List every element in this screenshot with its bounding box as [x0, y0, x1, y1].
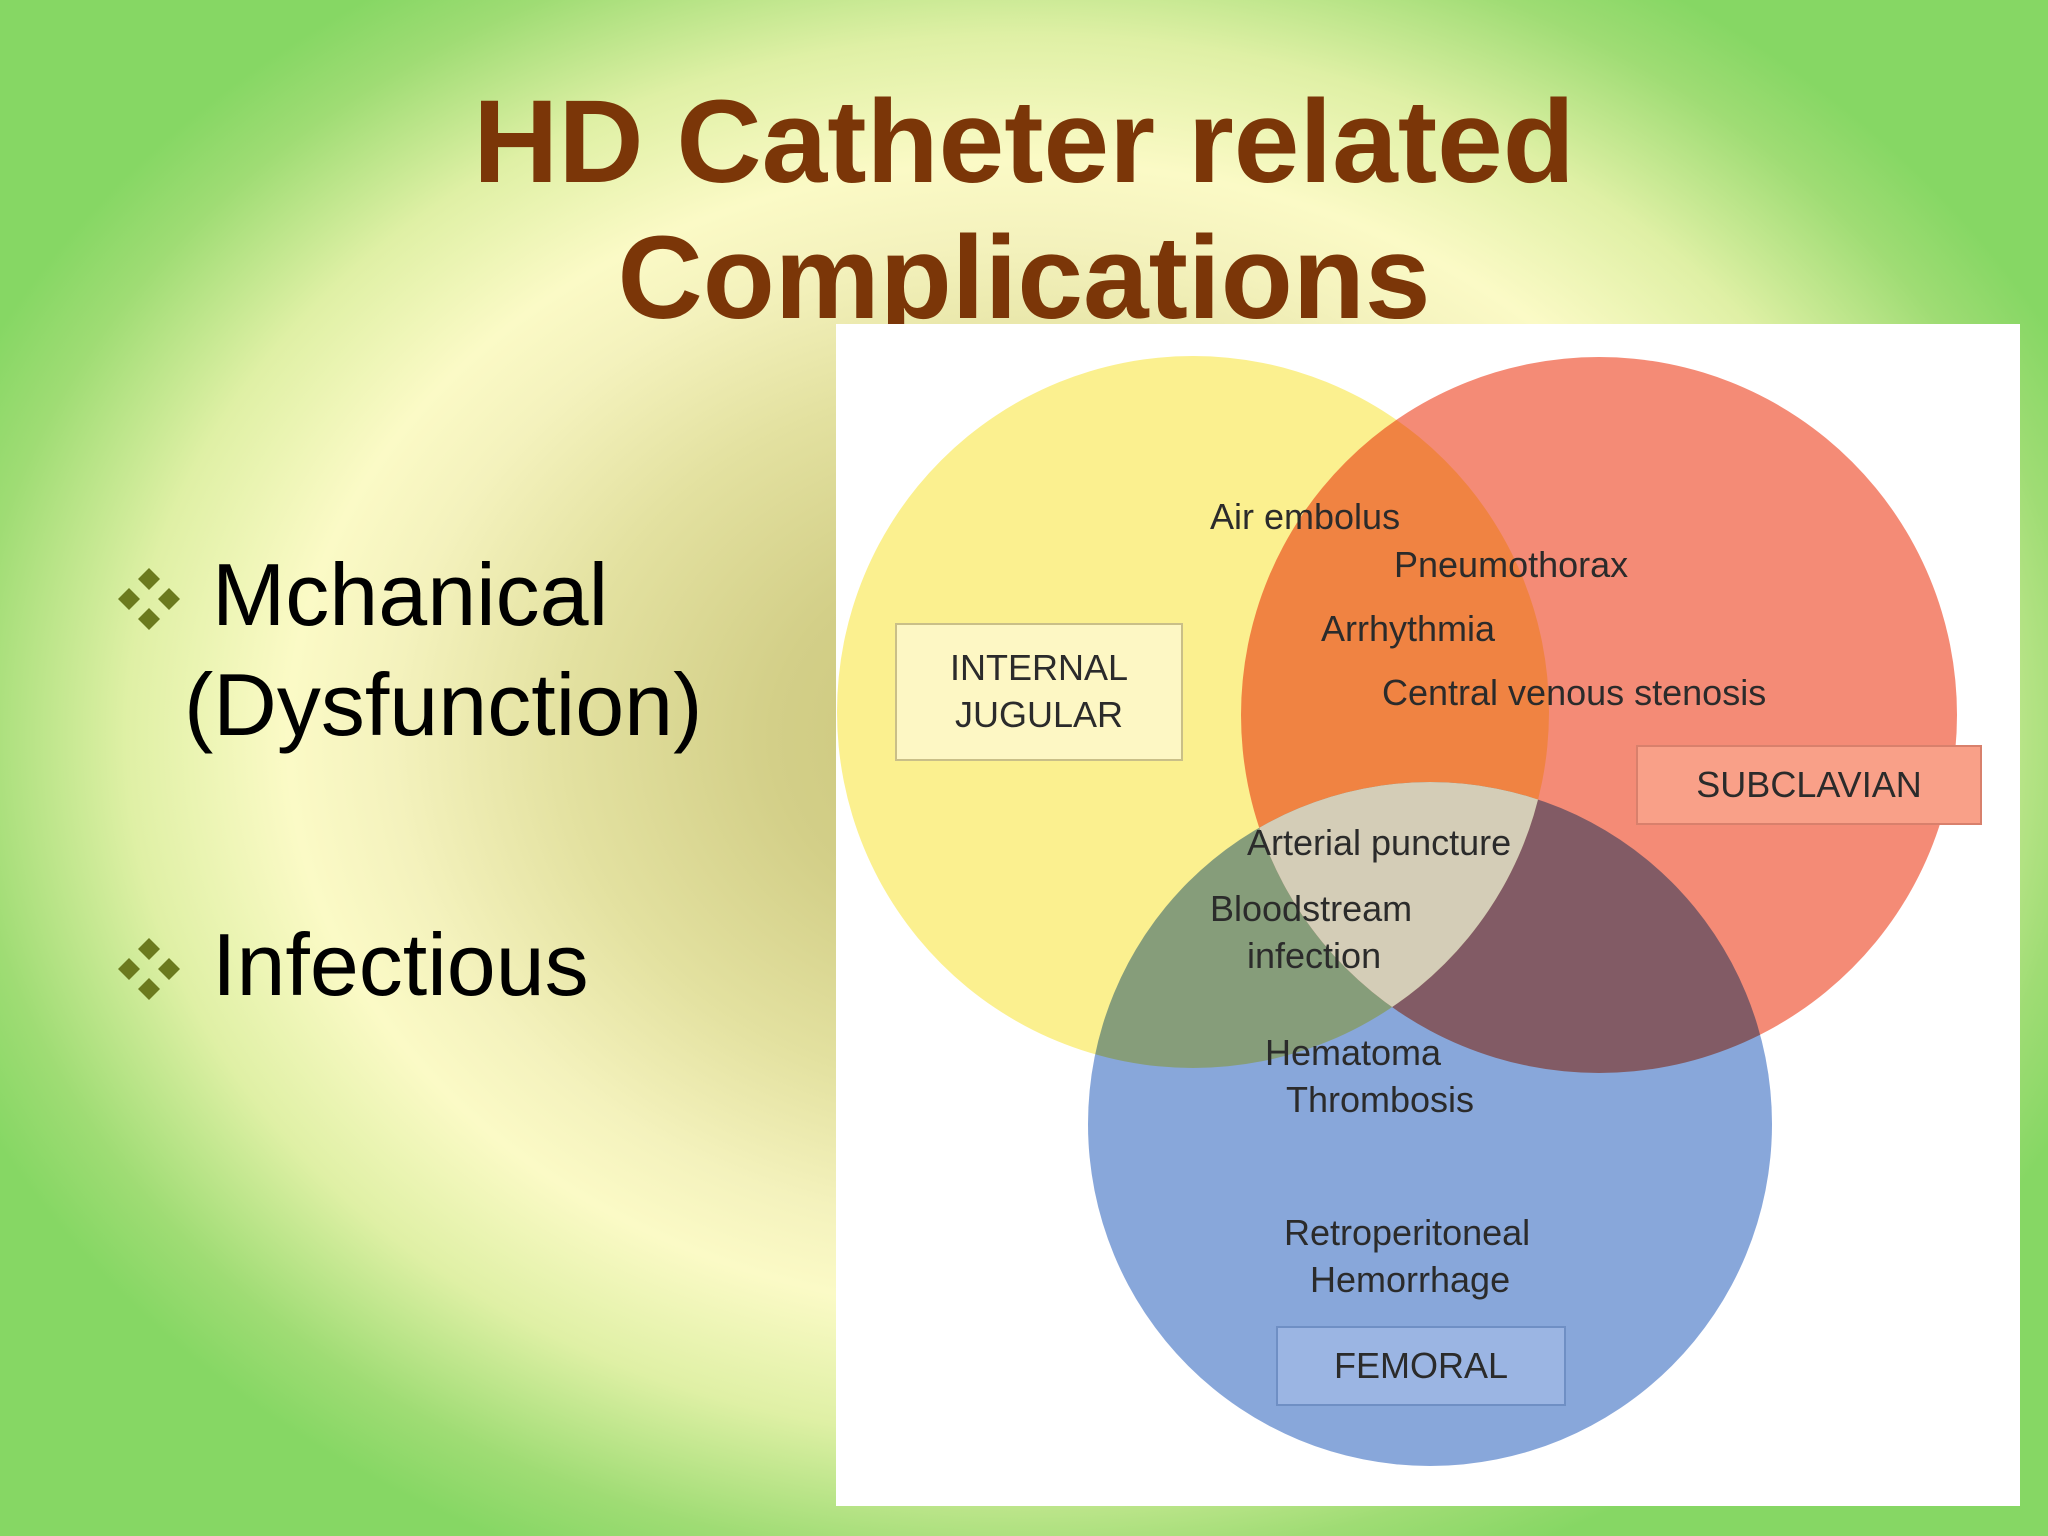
bullet-item-infectious: Infectious: [108, 910, 589, 1020]
bullet-text-infectious: Infectious: [212, 915, 589, 1014]
label-arterial-puncture: Arterial puncture: [1247, 822, 1511, 863]
bullet-text-dysfunction: (Dysfunction): [184, 655, 703, 754]
label-air-embolus: Air embolus: [1210, 496, 1400, 537]
venn-diagram-figure: INTERNAL JUGULAR SUBCLAVIAN FEMORAL Air …: [836, 324, 2020, 1506]
bullet-text-mechanical: Mchanical: [212, 545, 609, 644]
femoral-circle: [1088, 782, 1772, 1466]
venn-diagram: INTERNAL JUGULAR SUBCLAVIAN FEMORAL Air …: [837, 356, 1982, 1466]
femoral-label-box: [1276, 1326, 1566, 1406]
internal-jugular-label-box: [895, 623, 1183, 761]
venn-circles: [837, 356, 1957, 1466]
complication-labels: Air embolus Pneumothorax Arrhythmia Cent…: [1210, 496, 1766, 1300]
label-retroperitoneal: Retroperitoneal: [1284, 1212, 1530, 1253]
label-central-venous-stenosis: Central venous stenosis: [1382, 672, 1766, 713]
label-bloodstream: Bloodstream: [1210, 888, 1412, 929]
internal-jugular-label-line-1: INTERNAL: [950, 647, 1128, 688]
slide-title-line-2: Complications: [617, 212, 1431, 344]
label-infection: infection: [1247, 935, 1381, 976]
four-diamond-bullet-icon: [118, 568, 180, 630]
bullet-item-mechanical: Mchanical (Dysfunction): [108, 540, 702, 760]
subclavian-label: SUBCLAVIAN: [1696, 764, 1921, 805]
label-hematoma: Hematoma: [1265, 1032, 1442, 1073]
subclavian-label-box: [1636, 745, 1982, 825]
femoral-label: FEMORAL: [1334, 1345, 1508, 1386]
slide-title: HD Catheter related Complications: [0, 74, 2048, 346]
internal-jugular-label-line-2: JUGULAR: [955, 694, 1123, 735]
slide-title-line-1: HD Catheter related: [473, 76, 1575, 208]
label-thrombosis: Thrombosis: [1286, 1079, 1474, 1120]
label-pneumothorax: Pneumothorax: [1394, 544, 1628, 585]
label-hemorrhage: Hemorrhage: [1310, 1259, 1510, 1300]
site-labels: INTERNAL JUGULAR SUBCLAVIAN FEMORAL: [895, 623, 1982, 1406]
four-diamond-bullet-icon: [118, 938, 180, 1000]
label-arrhythmia: Arrhythmia: [1321, 608, 1496, 649]
